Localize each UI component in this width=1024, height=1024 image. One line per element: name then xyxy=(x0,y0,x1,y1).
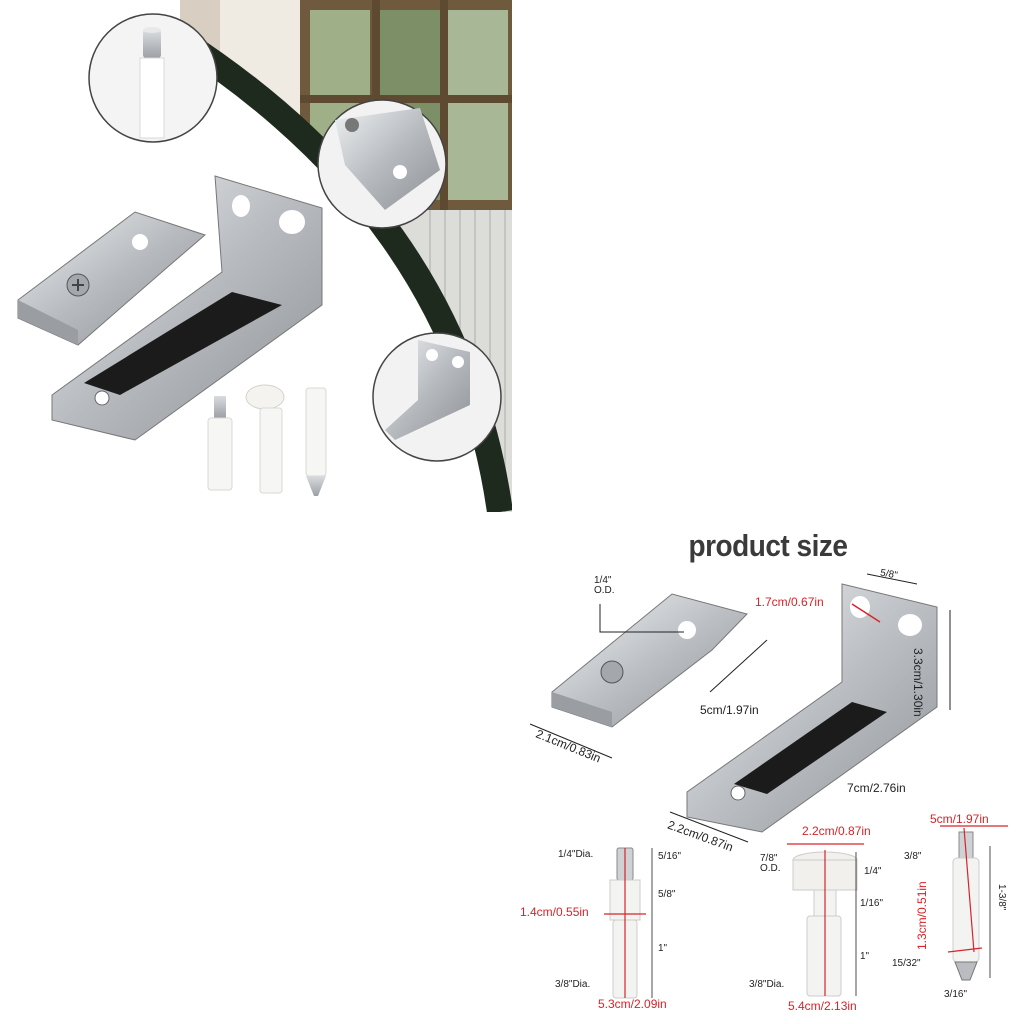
pin3-dia-bottom: 3/16" xyxy=(944,989,968,1000)
pin3-drawing xyxy=(940,825,1008,981)
product-size-panel: product size xyxy=(512,512,1024,1024)
clip-od-label: 1/4" O.D. xyxy=(594,575,615,596)
pin2-drawing xyxy=(787,843,864,997)
pin1-bottom-len: 1" xyxy=(658,943,668,954)
bracket-hole-label: 1.7cm/0.67in xyxy=(755,595,824,609)
zoom-bracket xyxy=(372,332,502,462)
pin3-dia-top: 3/8" xyxy=(904,851,922,862)
zoom-clip xyxy=(317,99,447,229)
pin2-cap-len: 1/4" xyxy=(864,866,882,877)
bracket-part xyxy=(51,175,323,441)
clip-part xyxy=(17,211,206,346)
zoom-pin xyxy=(88,13,218,143)
bracket-drawing xyxy=(669,573,951,843)
pin2-total: 5.4cm/2.13in xyxy=(788,999,857,1013)
pin2-od: 7/8" O.D. xyxy=(760,853,781,874)
clip-drawing xyxy=(529,593,768,759)
pin2-mid-len: 1/16" xyxy=(860,898,884,909)
clip-length-label: 5cm/1.97in xyxy=(700,703,759,717)
pin3-dia-mid: 15/32" xyxy=(892,958,921,969)
pin2-top: 2.2cm/0.87in xyxy=(802,824,871,838)
pin1-mid-len: 5/8" xyxy=(658,889,676,900)
hero-illustration xyxy=(17,0,512,512)
size-diagram xyxy=(529,573,1008,999)
bracket-length-label: 7cm/2.76in xyxy=(847,781,906,795)
pin1-drawing xyxy=(604,847,653,999)
pin1-total: 5.3cm/2.09in xyxy=(598,997,667,1011)
product-hero-photo xyxy=(0,0,512,512)
pin3-vertical: 1.3cm/0.51in xyxy=(915,881,929,950)
pin1-top-len: 5/16" xyxy=(658,851,682,862)
pin2-bottom-len: 1" xyxy=(860,951,870,962)
pins-set xyxy=(207,384,327,496)
product-size-title: product size xyxy=(688,528,848,563)
pin3-top: 5cm/1.97in xyxy=(930,812,989,826)
pin1-width: 1.4cm/0.55in xyxy=(520,905,589,919)
pin3-total-len: 1-3/8" xyxy=(996,884,1007,911)
pin2-dia-bottom: 3/8"Dia. xyxy=(749,979,785,990)
pin1-dia-bottom: 3/8"Dia. xyxy=(555,979,591,990)
pin1-dia-top: 1/4"Dia. xyxy=(558,849,594,860)
bracket-height-label: 3.3cm/1.30in xyxy=(911,648,925,717)
